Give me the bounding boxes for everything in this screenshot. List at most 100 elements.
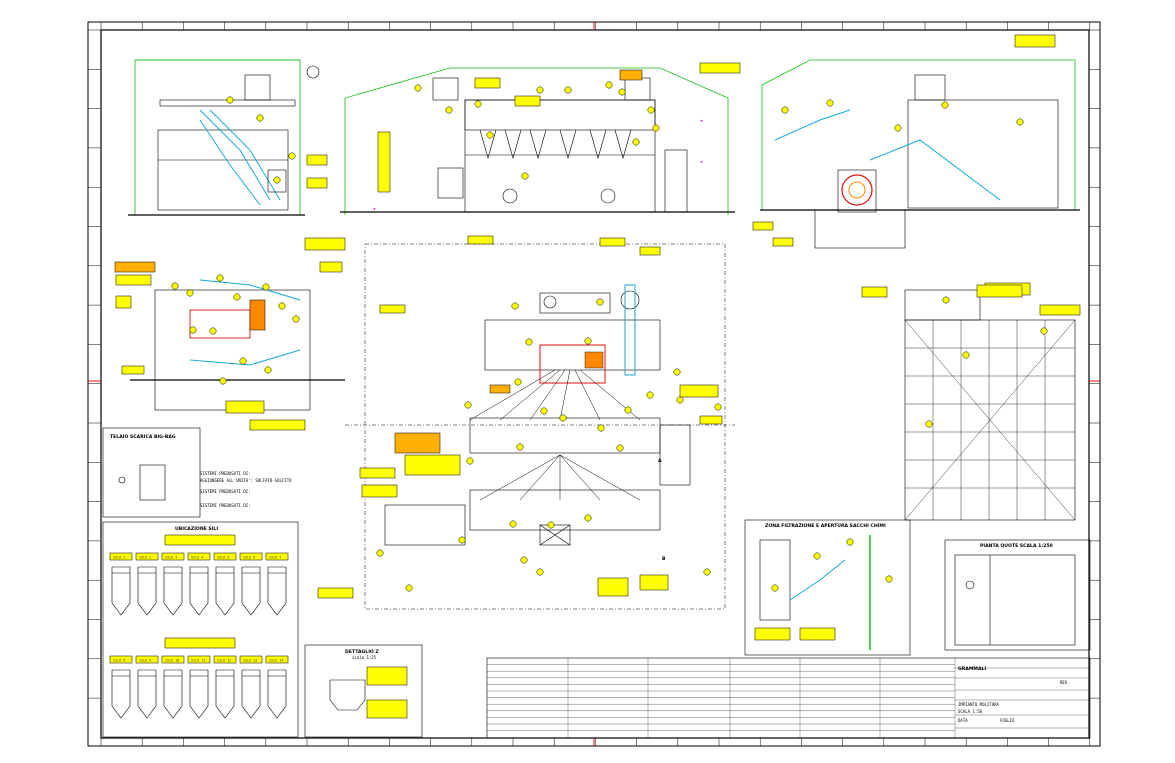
quota-plan: PIANTA QUOTE SCALA 1:250 <box>944 539 1091 651</box>
callout-bubble <box>216 274 224 282</box>
silo-label: SILO 1 <box>113 556 125 560</box>
callout-bubble <box>376 549 384 557</box>
callout-bubble <box>292 315 300 323</box>
callout-bubble <box>624 406 632 414</box>
callout-bubble <box>189 326 197 334</box>
callout-label <box>359 467 396 479</box>
section-mark-b-1: B <box>662 556 666 562</box>
callout-bubble <box>547 521 555 529</box>
detail-z-scale: scala 1:25 <box>352 655 377 660</box>
callout-bubble <box>559 414 567 422</box>
callout-bubble <box>458 536 466 544</box>
title-scale: SCALA 1:50 <box>958 709 983 714</box>
callout-label <box>752 221 774 231</box>
bigbag-title: TELAIO SCARICA BIG-BAG <box>110 434 176 440</box>
callout-bubble <box>520 556 528 564</box>
callout-bubble <box>405 584 413 592</box>
silo: SILO 7 <box>265 552 289 616</box>
callout-label <box>597 577 629 597</box>
silo-label: SILO 7 <box>269 556 281 560</box>
callout-label <box>319 261 343 273</box>
callout-label <box>361 484 398 498</box>
silo: SILO 6 <box>239 552 263 616</box>
note-1: SISTEMI PREDOSATI DI: <box>200 471 251 476</box>
detail-z-title: DETTAGLIO Z <box>345 649 379 655</box>
callout-labels <box>114 34 1081 599</box>
silo-label: SILO 4 <box>191 556 203 560</box>
callout-label <box>394 432 441 454</box>
note-4: SISTEMI PREDOSATI DI: <box>200 503 251 508</box>
callout-label <box>1039 304 1081 316</box>
quota-plan-title: PIANTA QUOTE SCALA 1:250 <box>980 543 1053 549</box>
callout-bubble <box>941 101 949 109</box>
title-company: GRAMMALI <box>958 666 986 672</box>
silo-label: SILO 3 <box>165 556 177 560</box>
callout-bubble <box>262 283 270 291</box>
silo: SILO 3 <box>161 552 185 616</box>
callout-label <box>249 419 306 431</box>
callout-label <box>489 384 511 394</box>
note-3: SISTEMI PREDOSATI DI: <box>200 489 251 494</box>
callout-bubble <box>273 176 281 184</box>
silo-label: SILO 9 <box>139 659 151 663</box>
silo-label: SILO 6 <box>243 556 255 560</box>
callout-bubble <box>278 302 286 310</box>
callout-bubble <box>171 282 179 290</box>
callout-bubble <box>511 302 519 310</box>
callout-label <box>1014 34 1056 48</box>
silo-location-panel: UBICAZIONE SILI SILO 1 SILO 2 SILO 3 SILO 4… <box>102 521 299 738</box>
filtration-title: ZONA FILTRAZIONE E APERTURA SACCHI CHIMI <box>765 523 886 529</box>
callout-bubble <box>536 568 544 576</box>
title-sheet: FOGLIO <box>1000 718 1015 723</box>
callout-label <box>474 77 501 89</box>
callout-label <box>115 295 132 309</box>
callout-bubble <box>647 106 655 114</box>
bigbag-frame-detail: TELAIO SCARICA BIG-BAG <box>102 427 201 518</box>
title-block: GRAMMALI IMPIANTO MOLITURA SCALA 1:50 DA… <box>486 657 1091 739</box>
callout-label <box>639 574 669 591</box>
callout-bubble <box>256 114 264 122</box>
callout-bubble <box>288 152 296 160</box>
silo: SILO 14 <box>265 655 289 719</box>
section-mark-a-1: A <box>658 458 662 464</box>
callout-bubble <box>673 368 681 376</box>
callout-label <box>114 261 156 273</box>
callout-bubble <box>464 401 472 409</box>
silo: SILO 5 <box>213 552 237 616</box>
callout-bubble <box>771 584 779 592</box>
callout-bubble <box>1040 327 1048 335</box>
callout-label <box>404 454 461 476</box>
elevation-right <box>760 59 1080 249</box>
silo: SILO 2 <box>135 552 159 616</box>
callout-label <box>639 246 661 256</box>
svg-text:★: ★ <box>700 118 703 124</box>
callout-bubble <box>540 407 548 415</box>
plan-center: A B <box>345 243 735 610</box>
callout-bubble <box>209 327 217 335</box>
callout-label <box>121 365 145 375</box>
silo-panel-title: UBICAZIONE SILI <box>175 526 218 532</box>
callout-label <box>225 400 265 414</box>
callout-label <box>115 274 152 286</box>
silo: SILO 8 <box>109 655 133 719</box>
callout-label <box>467 235 494 245</box>
callout-label <box>976 284 1023 298</box>
callout-bubble <box>703 568 711 576</box>
silo: SILO 9 <box>135 655 159 719</box>
detail-z: DETTAGLIO Z scala 1:25 <box>304 644 423 738</box>
callout-label <box>699 415 723 425</box>
callout-bubble <box>942 296 950 304</box>
silo: SILO 11 <box>187 655 211 719</box>
callout-bubble <box>781 106 789 114</box>
callout-bubble <box>239 357 247 365</box>
silo: SILO 10 <box>161 655 185 719</box>
silo: SILO 4 <box>187 552 211 616</box>
callout-label <box>599 237 626 247</box>
filtration-zone: ZONA FILTRAZIONE E APERTURA SACCHI CHIMI <box>744 519 911 656</box>
callout-bubble <box>616 444 624 452</box>
callout-label <box>861 286 888 298</box>
notes-block: SISTEMI PREDOSATI DI: AGGIUNGERE ALL'UNI… <box>200 471 292 508</box>
callout-bubbles <box>171 81 1048 592</box>
callout-label <box>317 587 354 599</box>
callout-bubble <box>509 520 517 528</box>
